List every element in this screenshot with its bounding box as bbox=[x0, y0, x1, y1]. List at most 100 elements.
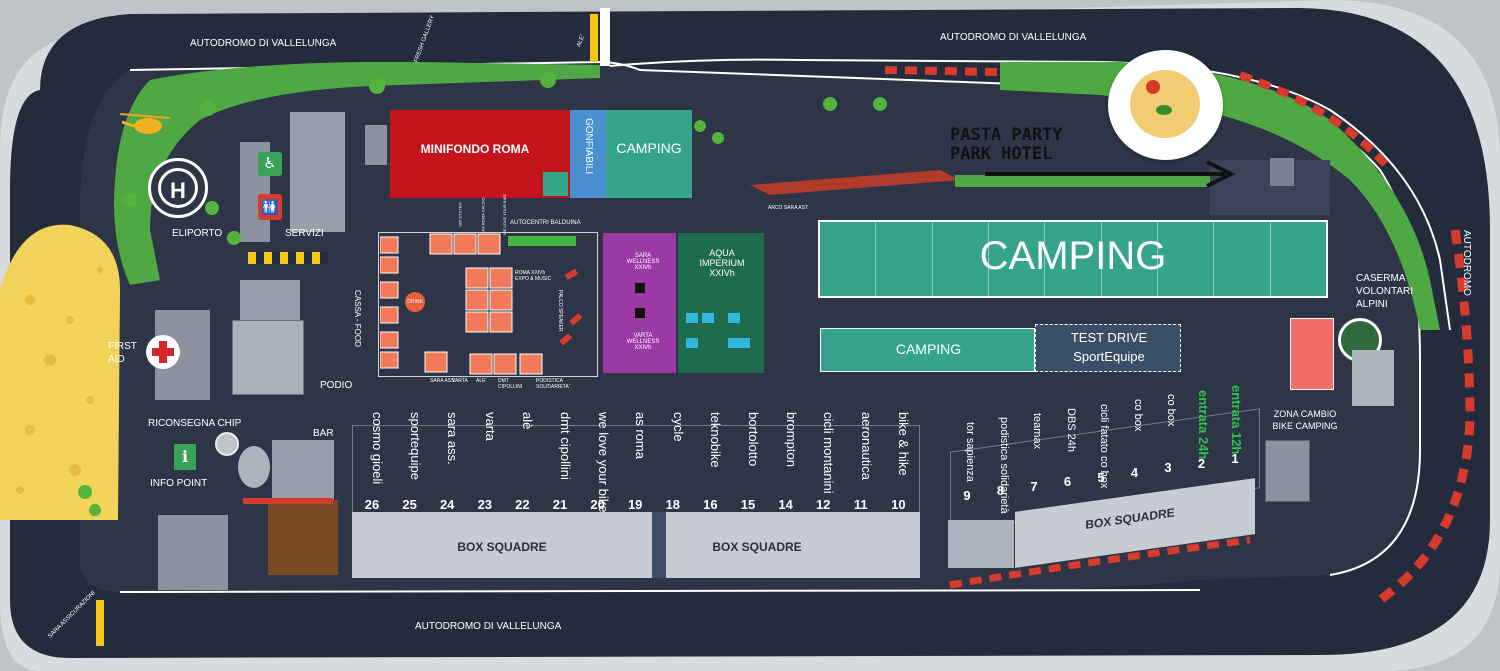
track-name-bottom: AUTODROMO DI VALLELUNGA bbox=[415, 621, 562, 632]
first-aid-cross-icon bbox=[146, 335, 180, 369]
box-team-label: cycle bbox=[670, 412, 686, 442]
expo-stand-podistica: PODISTICA SOLIDARIETA' bbox=[536, 378, 570, 390]
box-team-label: dmt cipollini bbox=[558, 412, 573, 480]
building bbox=[365, 125, 387, 165]
box-team-label: DBS 24h bbox=[1064, 408, 1077, 453]
box-squadre-label-1: BOX SQUADRE bbox=[457, 540, 547, 554]
pasta-line1: PASTA PARTY bbox=[950, 125, 1063, 145]
box-number[interactable]: 10 bbox=[891, 497, 906, 512]
podio-building bbox=[232, 320, 304, 395]
expo-stand-ale: ALE' bbox=[476, 378, 487, 384]
box-number[interactable]: 22 bbox=[515, 497, 530, 512]
box-team-label: sportequipe bbox=[407, 412, 423, 480]
box-number[interactable]: 6 bbox=[1063, 474, 1072, 490]
minifondo-label: MINIFONDO ROMA bbox=[420, 142, 530, 156]
box-team-label: podistica solidarietà bbox=[997, 417, 1010, 515]
aqua-imperium-area: AQUA IMPERIUM XXIVh bbox=[678, 233, 764, 373]
box-number[interactable]: 11 bbox=[853, 497, 868, 512]
box-number[interactable]: 9 bbox=[963, 488, 971, 503]
pool-block bbox=[728, 338, 750, 348]
gonfiabili-area: GONFIABILI bbox=[570, 110, 606, 198]
box-number[interactable]: 26 bbox=[364, 497, 380, 512]
camping-big-label: CAMPING bbox=[979, 234, 1167, 278]
bar-stripe bbox=[243, 498, 333, 504]
expo-stand-varta: VARTA bbox=[452, 378, 468, 384]
riconsegna-chip-label: RICONSEGNA CHIP bbox=[148, 418, 242, 429]
box-team-label: alè bbox=[520, 412, 536, 430]
box-number[interactable]: 12 bbox=[815, 497, 831, 512]
camping-big-area: CAMPING bbox=[818, 220, 1328, 298]
camping-top-label: CAMPING bbox=[616, 140, 682, 156]
box-number[interactable]: 3 bbox=[1164, 460, 1172, 476]
box-team-label: teknobike bbox=[708, 412, 724, 468]
box-number[interactable]: 8 bbox=[996, 483, 1005, 499]
camping-small-area: CAMPING bbox=[820, 328, 1035, 372]
pasta-party-text: PASTA PARTY PARK HOTEL bbox=[950, 126, 1063, 164]
round-structure bbox=[238, 446, 270, 488]
chip-point bbox=[215, 432, 239, 456]
podio-label: PODIO bbox=[320, 380, 353, 391]
arrow-right-icon bbox=[985, 160, 1236, 188]
zona-cambio-label: ZONA CAMBIO BIKE CAMPING bbox=[1272, 409, 1338, 431]
box-number[interactable]: 24 bbox=[439, 497, 455, 512]
box-squadre-left-building: BOX SQUADRE BOX SQUADRE bbox=[352, 512, 920, 578]
autocentri-block bbox=[508, 236, 576, 246]
pool-block bbox=[728, 313, 740, 323]
box-number[interactable]: 2 bbox=[1197, 455, 1206, 471]
helicopter-icon bbox=[119, 110, 171, 138]
box-team-label: co box bbox=[1131, 399, 1144, 432]
box-number[interactable]: 23 bbox=[477, 497, 493, 512]
box-team-label: entrata 12h bbox=[1229, 385, 1244, 455]
camping-top-area: CAMPING bbox=[606, 110, 692, 198]
info-point-label: INFO POINT bbox=[150, 478, 208, 489]
pool-block bbox=[686, 313, 698, 323]
wellness-block bbox=[635, 308, 645, 318]
wellness-block bbox=[635, 283, 645, 293]
box-team-label: as roma bbox=[633, 412, 649, 459]
eliporto-label: ELIPORTO bbox=[172, 228, 223, 239]
pasta-line2: PARK HOTEL bbox=[950, 144, 1053, 164]
box-number[interactable]: 4 bbox=[1130, 465, 1139, 480]
box-number[interactable]: 5 bbox=[1097, 469, 1105, 485]
box-team-label: brompton bbox=[783, 412, 799, 467]
caserma-label: CASERMA VOLONTARI ALPINI bbox=[1356, 273, 1414, 310]
pasta-plate-icon bbox=[1108, 50, 1223, 160]
box-team-label: aeronautica bbox=[858, 412, 874, 480]
box-number[interactable]: 20 bbox=[590, 497, 605, 512]
box-number[interactable]: 19 bbox=[627, 497, 643, 512]
box-number[interactable]: 15 bbox=[740, 497, 756, 512]
drink-stand: DRINK bbox=[405, 292, 425, 312]
bar-label: BAR bbox=[313, 428, 334, 439]
box-number[interactable]: 1 bbox=[1231, 451, 1239, 467]
minifondo-area: MINIFONDO ROMA bbox=[390, 110, 570, 198]
expo-area bbox=[378, 232, 598, 377]
building bbox=[948, 520, 1014, 568]
arco-sara-label: ARCO SARA AST bbox=[768, 205, 809, 211]
test-drive-area: TEST DRIVE SportEquipe bbox=[1035, 324, 1181, 372]
box-number[interactable]: 16 bbox=[703, 497, 718, 512]
box-team-label: tor sapienza bbox=[964, 422, 976, 482]
box-number[interactable]: 7 bbox=[1030, 478, 1038, 494]
box-squadre-label-2: BOX SQUADRE bbox=[712, 540, 802, 554]
expo-tents bbox=[380, 233, 583, 375]
track-name-top-right: AUTODROMO DI VALLELUNGA bbox=[940, 32, 1087, 43]
box-number[interactable]: 18 bbox=[665, 497, 681, 512]
sara-wellness-label: SARA WELLNESS XXIVh bbox=[626, 253, 660, 271]
box-number[interactable]: 14 bbox=[778, 497, 793, 512]
alpini-pink-block bbox=[1290, 318, 1334, 390]
info-icon: i bbox=[174, 444, 196, 470]
servizi-label: SERVIZI bbox=[285, 228, 324, 239]
box-team-label: bortolotto bbox=[746, 412, 761, 467]
barrier bbox=[248, 252, 328, 264]
box-number[interactable]: 25 bbox=[402, 497, 417, 512]
bar-deck bbox=[268, 500, 338, 575]
expo-stand-sara: SARA ASS. bbox=[430, 378, 456, 384]
test-drive-line2: SportEquipe bbox=[1073, 349, 1145, 364]
building bbox=[158, 515, 228, 590]
box-team-label: varta bbox=[482, 412, 498, 441]
autocentri-label: AUTOCENTRI BALDUINA bbox=[510, 220, 581, 226]
box-number[interactable]: 21 bbox=[552, 497, 568, 512]
test-drive-line1: TEST DRIVE bbox=[1070, 330, 1148, 345]
